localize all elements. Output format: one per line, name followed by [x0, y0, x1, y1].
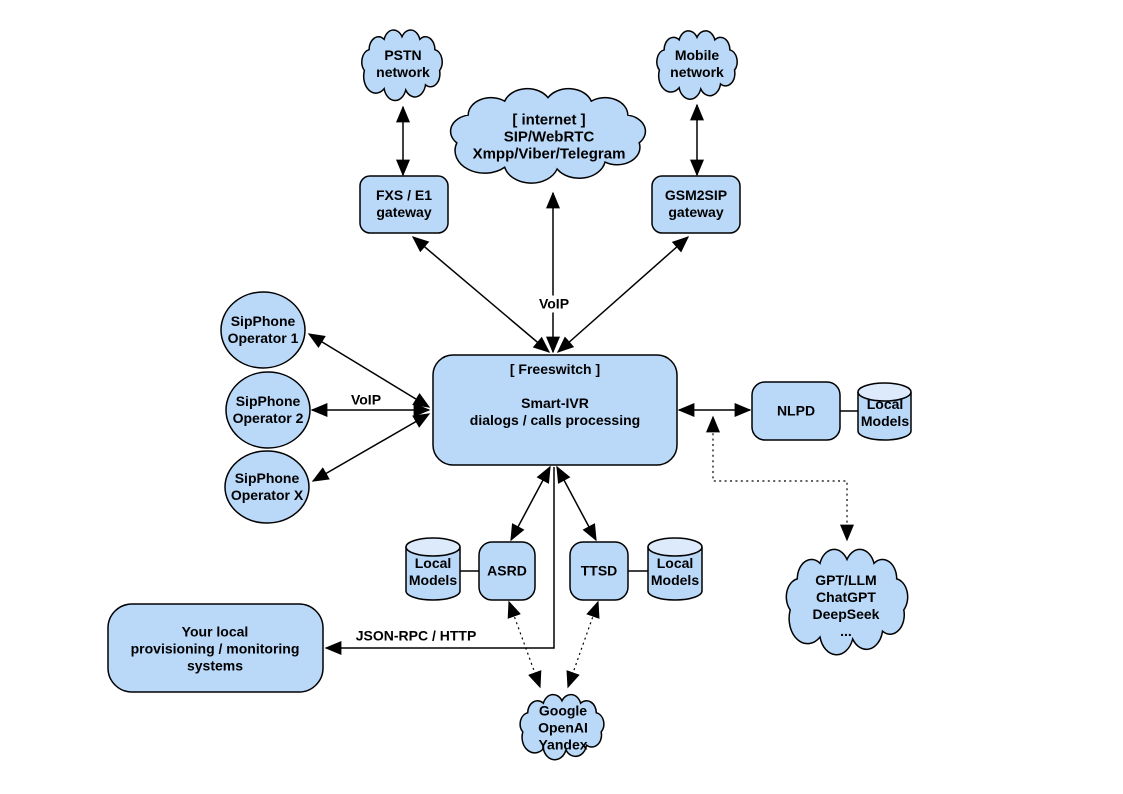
ttsd-local-models-cylinder	[647, 537, 703, 601]
asrd-local-models-cylinder	[405, 537, 461, 601]
edge-operatorx-freeswitch	[311, 413, 431, 482]
gsm2sip-gateway-box	[651, 175, 741, 234]
sipphone-operator-2-circle	[225, 371, 311, 449]
ttsd-box	[569, 541, 629, 601]
edge-ttsd-googlecloud-dotted	[566, 600, 600, 689]
edge-gsm2sip-freeswitch	[556, 236, 690, 353]
edge-freeswitch-asrd	[510, 465, 551, 542]
pstn-network-cloud	[362, 30, 442, 101]
asrd-box	[478, 541, 536, 601]
provisioning-box	[107, 603, 324, 693]
freeswitch-box	[432, 354, 678, 466]
mobile-network-cloud	[657, 31, 737, 99]
edge-operator1-freeswitch	[307, 333, 431, 408]
gpt-llm-cloud	[786, 549, 907, 654]
google-openai-yandex-cloud	[520, 695, 604, 760]
edge-fxs-freeswitch	[411, 236, 551, 353]
edge-nlpd-gptcloud-dotted	[706, 415, 854, 542]
sipphone-operator-x-circle	[224, 450, 310, 524]
internet-cloud	[451, 89, 646, 183]
nlpd-box	[751, 381, 841, 441]
edge-freeswitch-ttsd	[556, 465, 597, 542]
edge-freeswitch-provisioning	[324, 467, 555, 655]
fxs-gateway-box	[359, 175, 449, 234]
sipphone-operator-1-circle	[220, 291, 306, 369]
nlpd-local-models-cylinder	[857, 382, 912, 441]
edge-asrd-googlecloud-dotted	[507, 600, 542, 689]
